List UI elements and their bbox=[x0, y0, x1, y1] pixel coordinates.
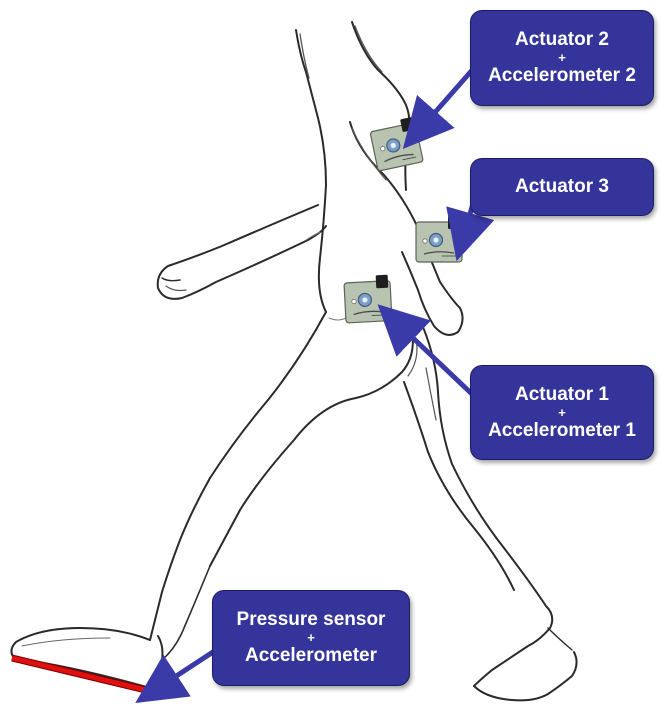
rear-arm bbox=[156, 204, 327, 300]
near-arm bbox=[349, 121, 464, 336]
callout-actuator1-title: Actuator 1 bbox=[515, 383, 609, 405]
arrow-actuator2 bbox=[402, 66, 476, 150]
arrow-actuator1 bbox=[377, 304, 476, 398]
callout-actuator1: Actuator 1 + Accelerometer 1 bbox=[470, 365, 654, 460]
actuator3-device-icon bbox=[415, 215, 463, 263]
pressure-insole-strip bbox=[11, 654, 151, 695]
actuator2-device-icon bbox=[368, 115, 424, 172]
callout-pressure-subtitle: Accelerometer bbox=[244, 645, 378, 666]
callout-actuator2-title: Actuator 2 bbox=[515, 29, 609, 50]
actuator1-device-icon bbox=[343, 273, 393, 324]
callout-pressure-sensor: Pressure sensor + Accelerometer bbox=[212, 590, 410, 686]
callout-pressure-plus: + bbox=[307, 630, 315, 645]
callout-actuator3-title: Actuator 3 bbox=[515, 176, 609, 197]
callout-actuator2: Actuator 2 + Accelerometer 2 bbox=[470, 10, 654, 106]
hip-line bbox=[149, 311, 327, 641]
callout-pressure-title: Pressure sensor bbox=[236, 609, 386, 630]
callout-actuator3: Actuator 3 bbox=[470, 158, 654, 216]
rear-leg bbox=[419, 319, 554, 687]
callout-actuator1-subtitle: Accelerometer 1 bbox=[488, 419, 636, 441]
arrow-pressure bbox=[135, 647, 218, 703]
callout-actuator2-subtitle: Accelerometer 2 bbox=[488, 65, 636, 86]
back-contour bbox=[295, 29, 327, 313]
callout-actuator1-plus: + bbox=[558, 404, 566, 420]
callout-actuator2-plus: + bbox=[558, 50, 566, 65]
